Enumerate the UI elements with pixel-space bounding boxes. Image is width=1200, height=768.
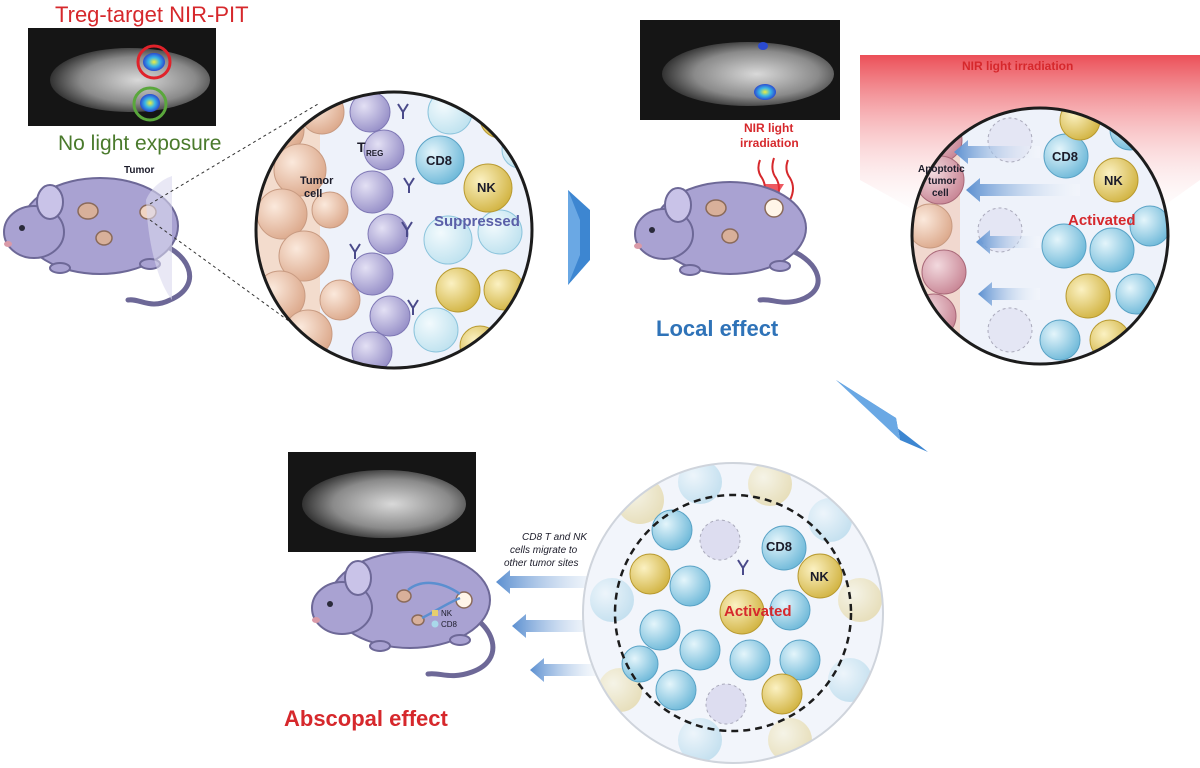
suppressed-label: Suppressed (434, 213, 520, 230)
cd8-label-1: CD8 (426, 153, 452, 168)
zoom-line-top (149, 103, 319, 205)
panel2-imaging-photo (640, 20, 840, 120)
cd8-label-3: CD8 (766, 539, 792, 554)
migrate-text-line3: other tumor sites (504, 558, 578, 569)
irradiation-label-line2: irradiation (740, 136, 799, 150)
no-light-label: No light exposure (58, 132, 221, 155)
nk-label-3: NK (810, 569, 829, 584)
antibodies (349, 103, 419, 315)
treg-cells (349, 92, 411, 368)
mouse-illustration-3 (311, 551, 496, 679)
migrate-text-line2: cells migrate to (510, 545, 578, 556)
panel1-imaging-photo (28, 28, 216, 126)
mouse-tumor-label: Tumor (124, 165, 154, 176)
activated-label-2: Activated (724, 603, 792, 620)
mouse-illustration-2 (634, 181, 821, 305)
irradiated-tumor-marker (136, 44, 172, 80)
attack-arrows (954, 140, 1080, 306)
abscopal-effect-caption: Abscopal effect (284, 706, 448, 731)
apoptotic-label-3: cell (932, 188, 949, 199)
legend-nk-swatch (432, 610, 438, 616)
tumor-cell-label-2: cell (304, 188, 322, 200)
unirradiated-tumor-marker (132, 86, 168, 122)
nk-label-2: NK (1104, 173, 1123, 188)
tumor-microenvironment-circle (254, 90, 534, 370)
activated-label-1: Activated (1068, 212, 1136, 229)
cd8-label-2: CD8 (1052, 149, 1078, 164)
tumor-cell-label-1: Tumor (300, 175, 334, 187)
nk-label-1: NK (477, 180, 496, 195)
treg-label: T (357, 139, 366, 155)
panel4-imaging-photo (288, 452, 476, 552)
legend-cd8-label: CD8 (441, 620, 458, 629)
legend-nk-label: NK (441, 609, 453, 618)
panel1-title: Treg-target NIR-PIT (55, 2, 249, 27)
local-effect-caption: Local effect (656, 316, 779, 341)
zoom-line-bottom (149, 219, 305, 333)
legend-cd8-swatch (431, 620, 439, 628)
treg-subscript: REG (366, 149, 383, 158)
apoptotic-label-1: Apoptotic (918, 164, 965, 175)
apoptotic-label-2: tumor (928, 176, 956, 187)
irradiation-label-line1: NIR light (744, 121, 793, 135)
migrate-text-line1: CD8 T and NK (522, 532, 588, 543)
nir-irradiation-title: NIR light irradiation (962, 59, 1073, 73)
